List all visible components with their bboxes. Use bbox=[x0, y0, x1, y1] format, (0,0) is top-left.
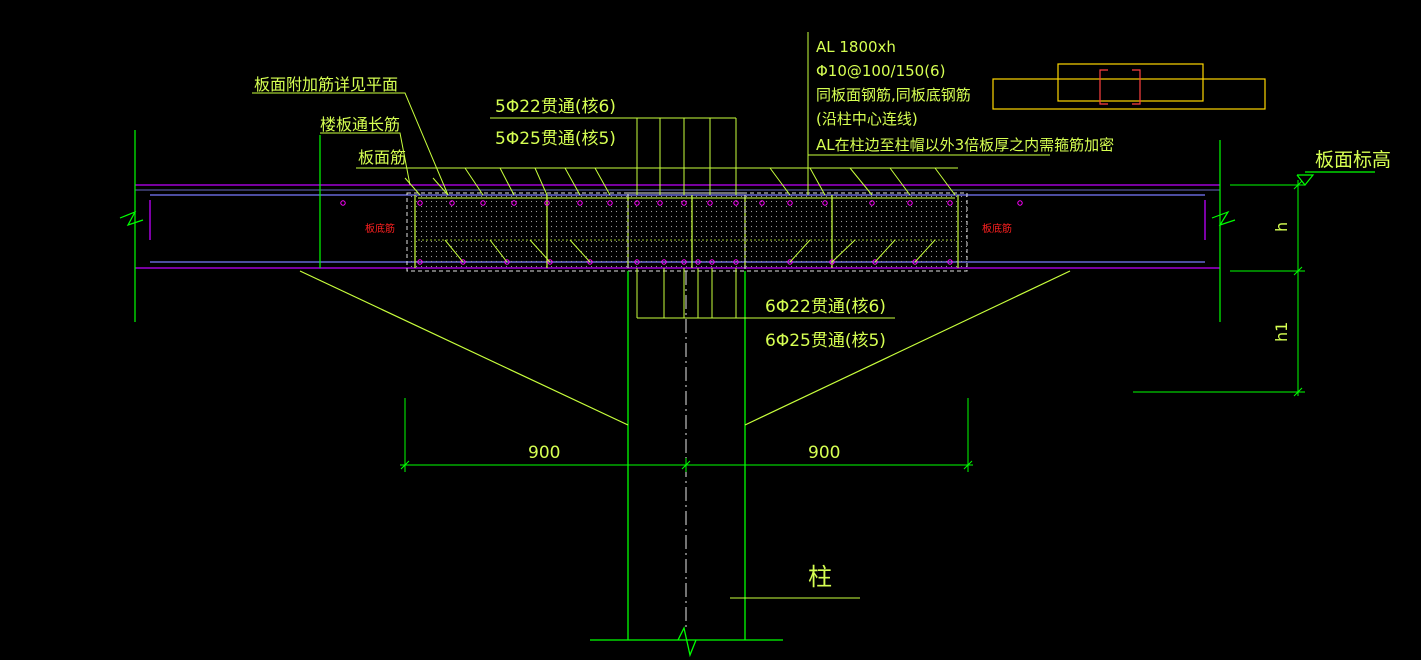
capital-zone bbox=[340, 167, 1023, 272]
break-symbol-left bbox=[119, 210, 144, 227]
label-al-line4: (沿柱中心连线) bbox=[816, 110, 918, 128]
label-al-line5: AL在柱边至柱帽以外3倍板厚之内需箍筋加密 bbox=[816, 136, 1114, 154]
label-slab-bottom-rebar-left: 板底筋 bbox=[365, 222, 395, 235]
dimension-label-h1: h1 bbox=[1272, 322, 1291, 342]
column-capital-haunch bbox=[299, 270, 1071, 426]
dimension-label-right: 900 bbox=[808, 443, 840, 463]
top-rebar-dots bbox=[340, 200, 1023, 206]
stirrup-lines bbox=[414, 195, 959, 268]
label-slab-top-level: 板面标高 bbox=[1315, 149, 1391, 171]
label-al-line2: Φ10@100/150(6) bbox=[816, 62, 945, 80]
label-bottom-bars-line1: 6Φ22贯通(核6) bbox=[765, 297, 886, 317]
dimension-lines bbox=[400, 180, 1305, 472]
capital-concrete-fill bbox=[407, 193, 967, 268]
text-labels: 板面附加筋详见平面 楼板通长筋 板面筋 5Φ22贯通(核6) 5Φ25贯通(核5… bbox=[254, 38, 1391, 591]
label-bottom-bars-line2: 6Φ25贯通(核5) bbox=[765, 331, 886, 351]
leader-additional-rebar bbox=[252, 92, 449, 196]
dimension-label-left: 900 bbox=[528, 443, 560, 463]
leader-lines bbox=[252, 32, 1050, 599]
label-al-line1: AL 1800xh bbox=[816, 38, 896, 56]
column bbox=[590, 271, 783, 658]
leader-through-long-rebar bbox=[320, 132, 411, 186]
label-top-bars-line1: 5Φ22贯通(核6) bbox=[495, 97, 616, 117]
bottom-rebar-ticks bbox=[444, 239, 936, 263]
label-column: 柱 bbox=[808, 563, 832, 591]
dimension-label-h: h bbox=[1272, 222, 1291, 232]
label-slab-bottom-rebar-right: 板底筋 bbox=[982, 222, 1012, 235]
legend-symbol bbox=[992, 63, 1266, 110]
top-rebar-ticks bbox=[404, 167, 956, 196]
elevation-marker bbox=[1296, 171, 1375, 186]
break-symbol-right bbox=[1211, 210, 1236, 227]
column-break-symbol bbox=[677, 626, 697, 658]
label-top-bars-line2: 5Φ25贯通(核5) bbox=[495, 129, 616, 149]
label-slab-top-rebar: 板面筋 bbox=[358, 148, 406, 167]
label-slab-through-long-rebar: 楼板通长筋 bbox=[320, 115, 400, 134]
slab-ends bbox=[119, 130, 1236, 322]
bottom-rebar-dots bbox=[417, 259, 953, 265]
label-slab-additional-rebar: 板面附加筋详见平面 bbox=[254, 75, 398, 94]
label-al-line3: 同板面钢筋,同板底钢筋 bbox=[816, 86, 971, 104]
